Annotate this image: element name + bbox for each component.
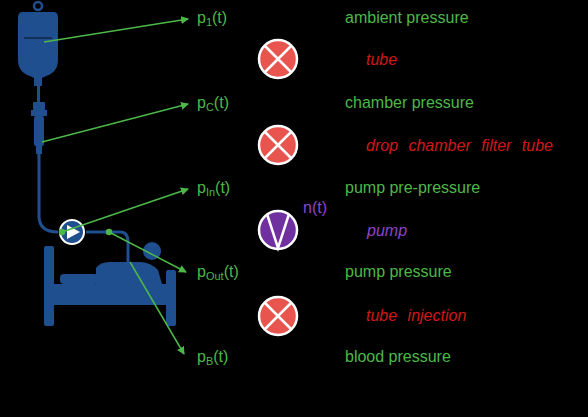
component-label: pump: [367, 221, 407, 241]
signal-name: pOut(t): [197, 262, 239, 282]
resistance-symbol: [259, 40, 297, 78]
quantity-label: pump pressure: [345, 262, 452, 282]
infusion-bag: [18, 2, 58, 102]
quantity-label: ambient pressure: [345, 8, 469, 28]
resistance-symbol: [259, 297, 297, 335]
quantity-label: blood pressure: [345, 347, 451, 367]
signal-name: n(t): [303, 198, 327, 218]
infusion-tube: [39, 154, 58, 232]
signal-name: pC(t): [197, 93, 229, 113]
component-label: drop chamber filter tube: [366, 136, 553, 156]
signal-name: pB(t): [197, 347, 228, 367]
component-label: tube injection: [366, 306, 466, 326]
drip-chamber: [31, 102, 47, 154]
leader-arrows: [42, 19, 188, 354]
hospital-bed: [44, 242, 176, 326]
resistance-symbol: [259, 126, 297, 164]
quantity-label: chamber pressure: [345, 93, 474, 113]
pump-symbol: [60, 220, 84, 244]
signal-name: pIn(t): [197, 178, 230, 198]
pump-valve-symbol: [259, 211, 297, 249]
patient-tube: [86, 232, 128, 262]
signal-name: p1(t): [197, 8, 227, 28]
quantity-label: pump pre-pressure: [345, 178, 480, 198]
component-label: tube: [366, 50, 397, 70]
